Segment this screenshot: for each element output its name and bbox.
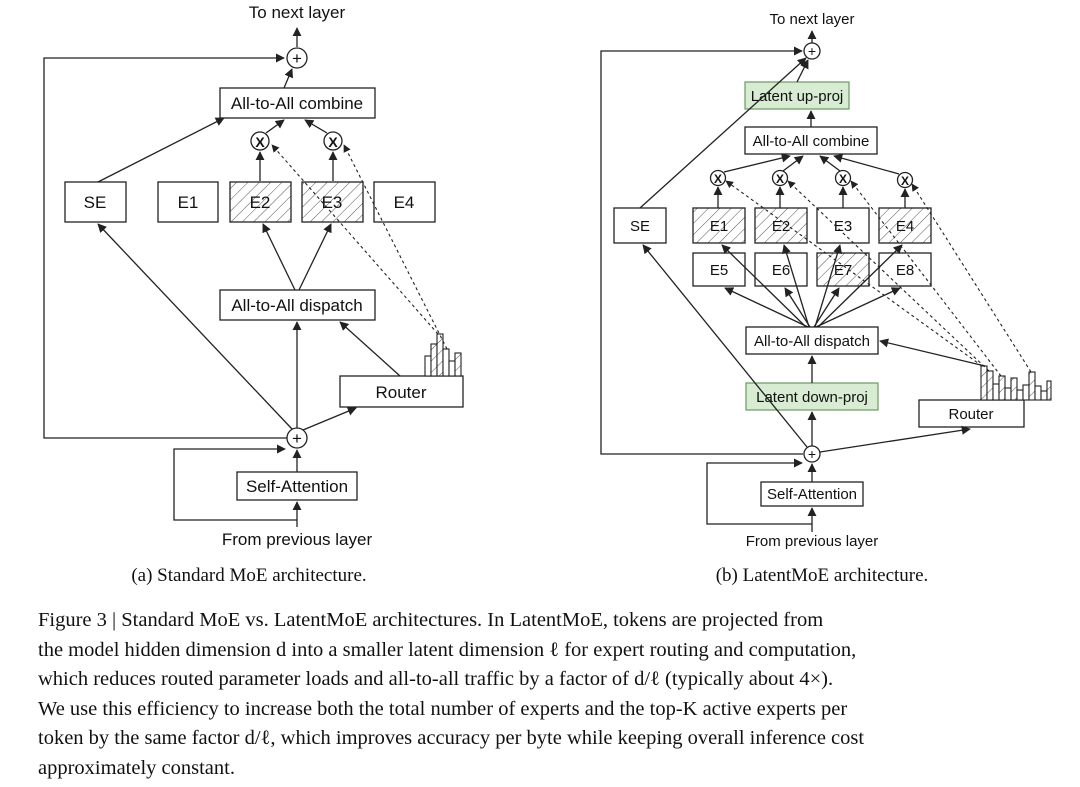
panel-b-latent-up-proj-label: Latent up-proj [751,88,844,105]
svg-text:E8: E8 [896,262,914,279]
panel-a-caption: (a) Standard MoE architecture. [131,565,366,586]
svg-text:E5: E5 [710,262,728,279]
svg-text:X: X [901,174,909,188]
panel-a-router-histogram [424,333,462,377]
panel-a-top-label: To next layer [249,3,346,22]
svg-text:X: X [839,172,847,186]
svg-text:E2: E2 [250,193,271,212]
panel-b-multiply-icon [834,169,852,187]
panel-b-dispatch-label: All-to-All dispatch [754,333,870,350]
panel-b-shared-expert-box [613,207,667,244]
panel-b-combine-label: All-to-All combine [753,133,870,150]
panel-b-add-top-icon [803,42,821,60]
caption-line: token by the same factor d/ℓ, which impr… [38,727,865,749]
svg-text:E7: E7 [834,262,852,279]
caption-line: the model hidden dimension d into a smal… [38,638,857,661]
svg-text:+: + [292,49,302,68]
panel-a-expert-e2 [229,181,292,223]
panel-a-bottom-label: From previous layer [222,530,373,549]
panel-b-shared-expert-label: SE [630,218,650,235]
svg-text:E4: E4 [394,193,415,212]
svg-text:E1: E1 [178,193,199,212]
panel-b-router-box [918,399,1025,428]
panel-a-dispatch-label: All-to-All dispatch [231,296,362,315]
panel-b-multiply-icon [771,169,789,187]
svg-text:X: X [714,172,722,186]
panel-b-latent-down-proj-label: Latent down-proj [756,389,868,406]
panel-b-dispatch-box [745,326,879,355]
panel-b-expert-e1 [692,207,746,244]
panel-a-combine-label: All-to-All combine [231,94,363,113]
svg-text:+: + [808,43,816,59]
panel-a-router-box [339,375,464,408]
panel-b-router-label: Router [948,406,993,423]
caption-line: which reduces routed parameter loads and… [38,668,834,690]
panel-a-expert-e1 [157,181,219,223]
panel-b-self-attention-box [760,481,864,507]
caption-line: We use this efficiency to increase both … [38,697,848,720]
svg-text:X: X [255,134,265,150]
svg-text:E3: E3 [834,218,852,235]
panel-b-expert-e2 [754,207,808,244]
panel-b-multiply-icon [709,169,727,187]
panel-b-caption: (b) LatentMoE architecture. [716,565,929,586]
svg-text:+: + [292,429,302,448]
panel-a-expert-e4 [373,181,436,223]
panel-b-expert-e3 [816,207,870,244]
panel-b-self-attention-label: Self-Attention [767,486,857,503]
svg-text:X: X [776,172,784,186]
svg-text:E6: E6 [772,262,790,279]
panel-a-multiply-icon [323,131,343,151]
panel-a-self-attention-label: Self-Attention [246,477,348,496]
panel-b-expert-e7 [816,252,870,287]
panel-a-standard-moe: To next layer + All-to-All combine X X S… [43,3,464,549]
panel-a-dispatch-box [219,289,376,321]
panel-b-bottom-label: From previous layer [746,533,879,550]
panel-a-shared-expert-box [64,181,127,223]
panel-b-latent-moe: To next layer + Latent up-proj All-to-Al… [600,11,1052,550]
panel-a-combine-box [219,87,376,119]
panel-b-latent-up-proj-box [744,81,850,110]
panel-b-top-label: To next layer [769,11,854,28]
svg-text:E2: E2 [772,218,790,235]
figure-caption: Figure 3 | Standard MoE vs. LatentMoE ar… [38,606,1054,783]
panel-b-expert-e4 [878,207,932,244]
panel-a-self-attention-box [236,471,358,501]
panel-a-add-top-icon [286,47,308,69]
panel-b-multiply-row: X X X X [709,169,914,189]
panel-b-expert-e6 [754,252,808,287]
panel-b-router-histogram [980,365,1052,401]
panel-a-multiply-icon [250,131,270,151]
svg-text:E3: E3 [322,193,343,212]
panel-b-combine-box [744,126,878,155]
svg-text:+: + [808,446,816,462]
svg-text:E4: E4 [896,218,914,235]
panel-a-shared-expert-label: SE [84,193,107,212]
panel-a-router-label: Router [375,383,426,402]
svg-text:X: X [328,134,338,150]
caption-line: approximately constant. [38,756,235,779]
panel-b-multiply-icon [896,171,914,189]
svg-text:E1: E1 [710,218,728,235]
caption-line: Figure 3 | Standard MoE vs. LatentMoE ar… [38,609,824,631]
panel-a-expert-e3 [301,181,364,223]
